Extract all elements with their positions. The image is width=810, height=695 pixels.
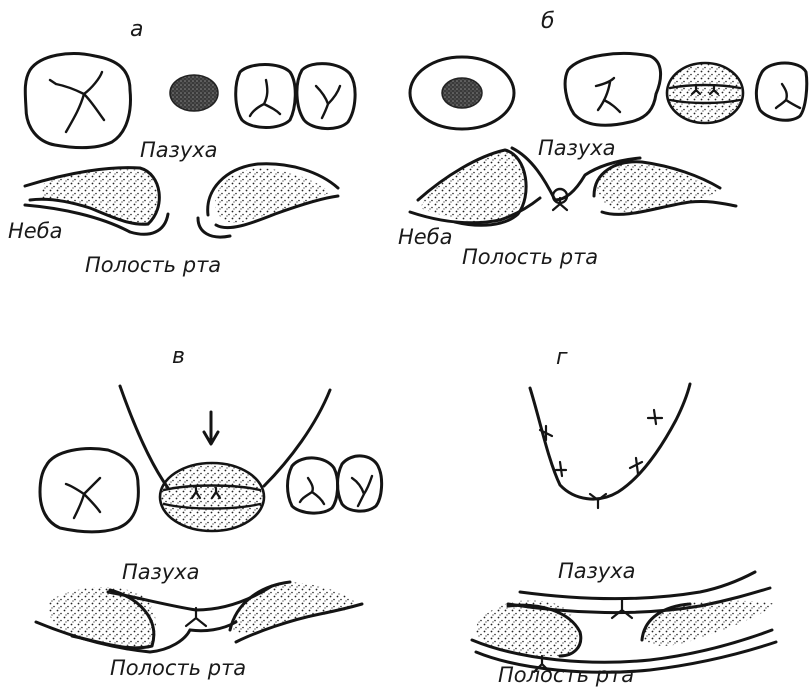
funnel-line-right (264, 390, 330, 486)
oral-cavity-label: Полость рта (85, 253, 221, 277)
sutured-flap (160, 463, 264, 531)
sutured-flap (667, 63, 743, 123)
premolar-tooth (338, 456, 382, 511)
molar-tooth (40, 449, 138, 532)
panel-letter: б (541, 9, 555, 34)
suture-mark (556, 462, 566, 476)
panel-a: а Пазуха Неба Полость рта (8, 17, 355, 277)
molar-tooth (25, 54, 130, 148)
suture-mark (590, 494, 606, 508)
premolar-tooth (297, 64, 355, 129)
bone-right (642, 601, 776, 646)
bone-left (49, 587, 156, 646)
palate-label: Неба (398, 225, 453, 249)
panel-letter: а (130, 17, 143, 42)
premolar-tooth (288, 458, 338, 513)
sinus-lining (520, 572, 755, 599)
pressure-arrow (204, 412, 218, 444)
suture-knot (612, 600, 632, 618)
sinus-label: Пазуха (140, 138, 218, 162)
suture-mark (648, 410, 662, 424)
oral-cavity-label: Полость рта (462, 245, 598, 269)
funnel-line-left (120, 386, 168, 488)
healed-contour (530, 384, 690, 499)
panel-letter: г (556, 345, 568, 370)
sinus-label: Пазуха (538, 136, 616, 160)
bone-right (596, 164, 718, 212)
panel-letter: в (172, 344, 185, 369)
sinus-label: Пазуха (122, 560, 200, 584)
oral-cavity-label: Полость рта (498, 663, 634, 687)
sinus-opening (442, 78, 482, 108)
oral-cavity-label: Полость рта (110, 656, 246, 680)
premolar-tooth (236, 65, 296, 128)
panel-g: г Пазуха Полость рта (472, 345, 776, 687)
panel-b: б Пазуха Неба (398, 9, 807, 269)
sinus-label: Пазуха (558, 559, 636, 583)
sinus-opening (170, 75, 218, 111)
panel-v: в Пазуха (36, 344, 382, 680)
bone-right (230, 582, 360, 633)
molar-tooth (565, 54, 660, 126)
palate-label: Неба (8, 219, 63, 243)
premolar-tooth (756, 63, 806, 120)
